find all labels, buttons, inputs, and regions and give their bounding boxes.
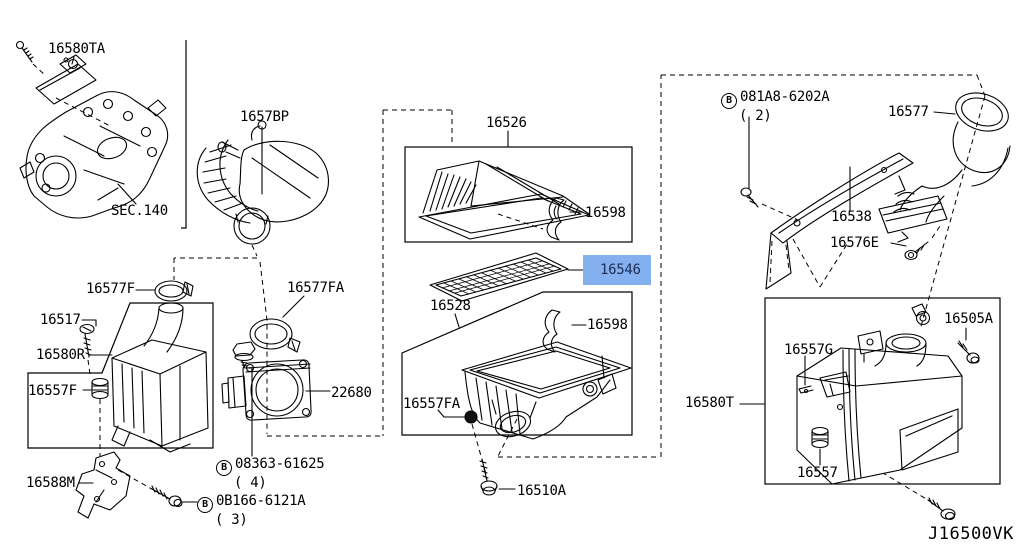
- highlighted-part-label[interactable]: 16546: [583, 255, 651, 285]
- part-16557G-drawing: [798, 355, 844, 411]
- label-16577F[interactable]: 16577F: [86, 281, 135, 297]
- part-16510A-drawing: [479, 458, 516, 496]
- part-16517-drawing: [79, 319, 97, 358]
- circled-b-icon: B: [721, 93, 737, 109]
- part-16580R-drawing: [89, 302, 209, 453]
- label-16598-case[interactable]: 16598: [587, 317, 628, 333]
- part-16546-drawing: [429, 252, 584, 302]
- leader-16528: [454, 313, 460, 328]
- label-16526[interactable]: 16526: [486, 115, 527, 131]
- part-16576E-drawing: [890, 241, 929, 261]
- label-16557F[interactable]: 16557F: [28, 383, 77, 399]
- bolt-qty: ( 3): [215, 512, 248, 528]
- leader-16557FA-case: [437, 409, 465, 418]
- sec140-boundary-line: [181, 40, 187, 229]
- circled-b-icon: B: [216, 460, 232, 476]
- label-16580T[interactable]: 16580T: [685, 395, 734, 411]
- bolt-number: 0B166-6121A: [216, 493, 306, 509]
- label-16588M[interactable]: 16588M: [26, 475, 75, 491]
- drawing-code: J16500VK: [928, 524, 1014, 544]
- part-16580T-drawing: [739, 330, 963, 485]
- part-16538-drawing: [765, 152, 914, 290]
- part-22680-drawing: [221, 359, 331, 421]
- label-16580R[interactable]: 16580R: [36, 347, 85, 363]
- part-16505A-drawing: [911, 303, 980, 364]
- sec140-leader: [117, 183, 137, 205]
- part-1657BP-drawing: [196, 120, 329, 245]
- box-16526: [404, 146, 633, 243]
- label-16505A[interactable]: 16505A: [944, 311, 993, 327]
- label-16557FA-case[interactable]: 16557FA: [403, 396, 460, 412]
- part-16577-drawing: [878, 92, 1011, 243]
- label-16538[interactable]: 16538: [831, 209, 872, 225]
- part-16557-drawing: [811, 426, 829, 466]
- bolt-081A8-drawing: [740, 116, 759, 208]
- box-16580T: [764, 297, 1001, 485]
- label-16557G[interactable]: 16557G: [784, 342, 833, 358]
- label-16598-cover[interactable]: 16598: [585, 205, 626, 221]
- part-16598-cover-drawing: [546, 197, 584, 241]
- label-sec140[interactable]: SEC.140: [111, 203, 168, 219]
- label-16580TA[interactable]: 16580TA: [48, 41, 105, 57]
- bolt-qty: ( 2): [739, 108, 772, 124]
- group-boxes: [27, 40, 1001, 485]
- part-16526-drawing: [418, 130, 590, 240]
- part-16598-case-drawing: [542, 309, 587, 353]
- label-16557[interactable]: 16557: [797, 465, 838, 481]
- part-16528-drawing: [454, 313, 632, 440]
- leader-16580TA: [71, 56, 75, 65]
- label-16577FA-duct[interactable]: 16577FA: [287, 280, 344, 296]
- label-16517[interactable]: 16517: [40, 312, 81, 328]
- label-16528[interactable]: 16528: [430, 298, 471, 314]
- label-16576E[interactable]: 16576E: [830, 235, 879, 251]
- part-16588M-drawing: [75, 451, 131, 519]
- part-16557F-drawing: [82, 377, 109, 400]
- label-1657BP[interactable]: 1657BP: [240, 109, 289, 125]
- part-16557FA-case-drawing: [437, 409, 478, 424]
- bolt-number: 08363-61625: [235, 456, 325, 472]
- part-16577F-drawing: [135, 280, 194, 302]
- bolt-qty: ( 4): [234, 475, 267, 491]
- label-16510A[interactable]: 16510A: [517, 483, 566, 499]
- circled-b-icon: B: [197, 497, 213, 513]
- part-16577FA-duct-drawing: [249, 295, 305, 353]
- leader-16517: [81, 319, 97, 327]
- leader-16576E: [890, 242, 907, 247]
- bolt-08363-drawing: [232, 341, 256, 457]
- leader-16577: [933, 111, 956, 115]
- part-16580TA-drawing: [15, 40, 97, 105]
- leader-16577FA-duct: [282, 295, 305, 318]
- intake-manifold-drawing: [19, 91, 169, 219]
- label-16577[interactable]: 16577: [888, 104, 929, 120]
- box-16528: [401, 291, 633, 436]
- bolt-0B166-drawing: [149, 485, 198, 508]
- label-22680[interactable]: 22680: [331, 385, 372, 401]
- screw-bottom-right-drawing: [927, 497, 956, 521]
- bolt-number: 081A8-6202A: [740, 89, 830, 105]
- box-16580R: [27, 302, 214, 449]
- assembly-dashed-lines: [32, 63, 986, 501]
